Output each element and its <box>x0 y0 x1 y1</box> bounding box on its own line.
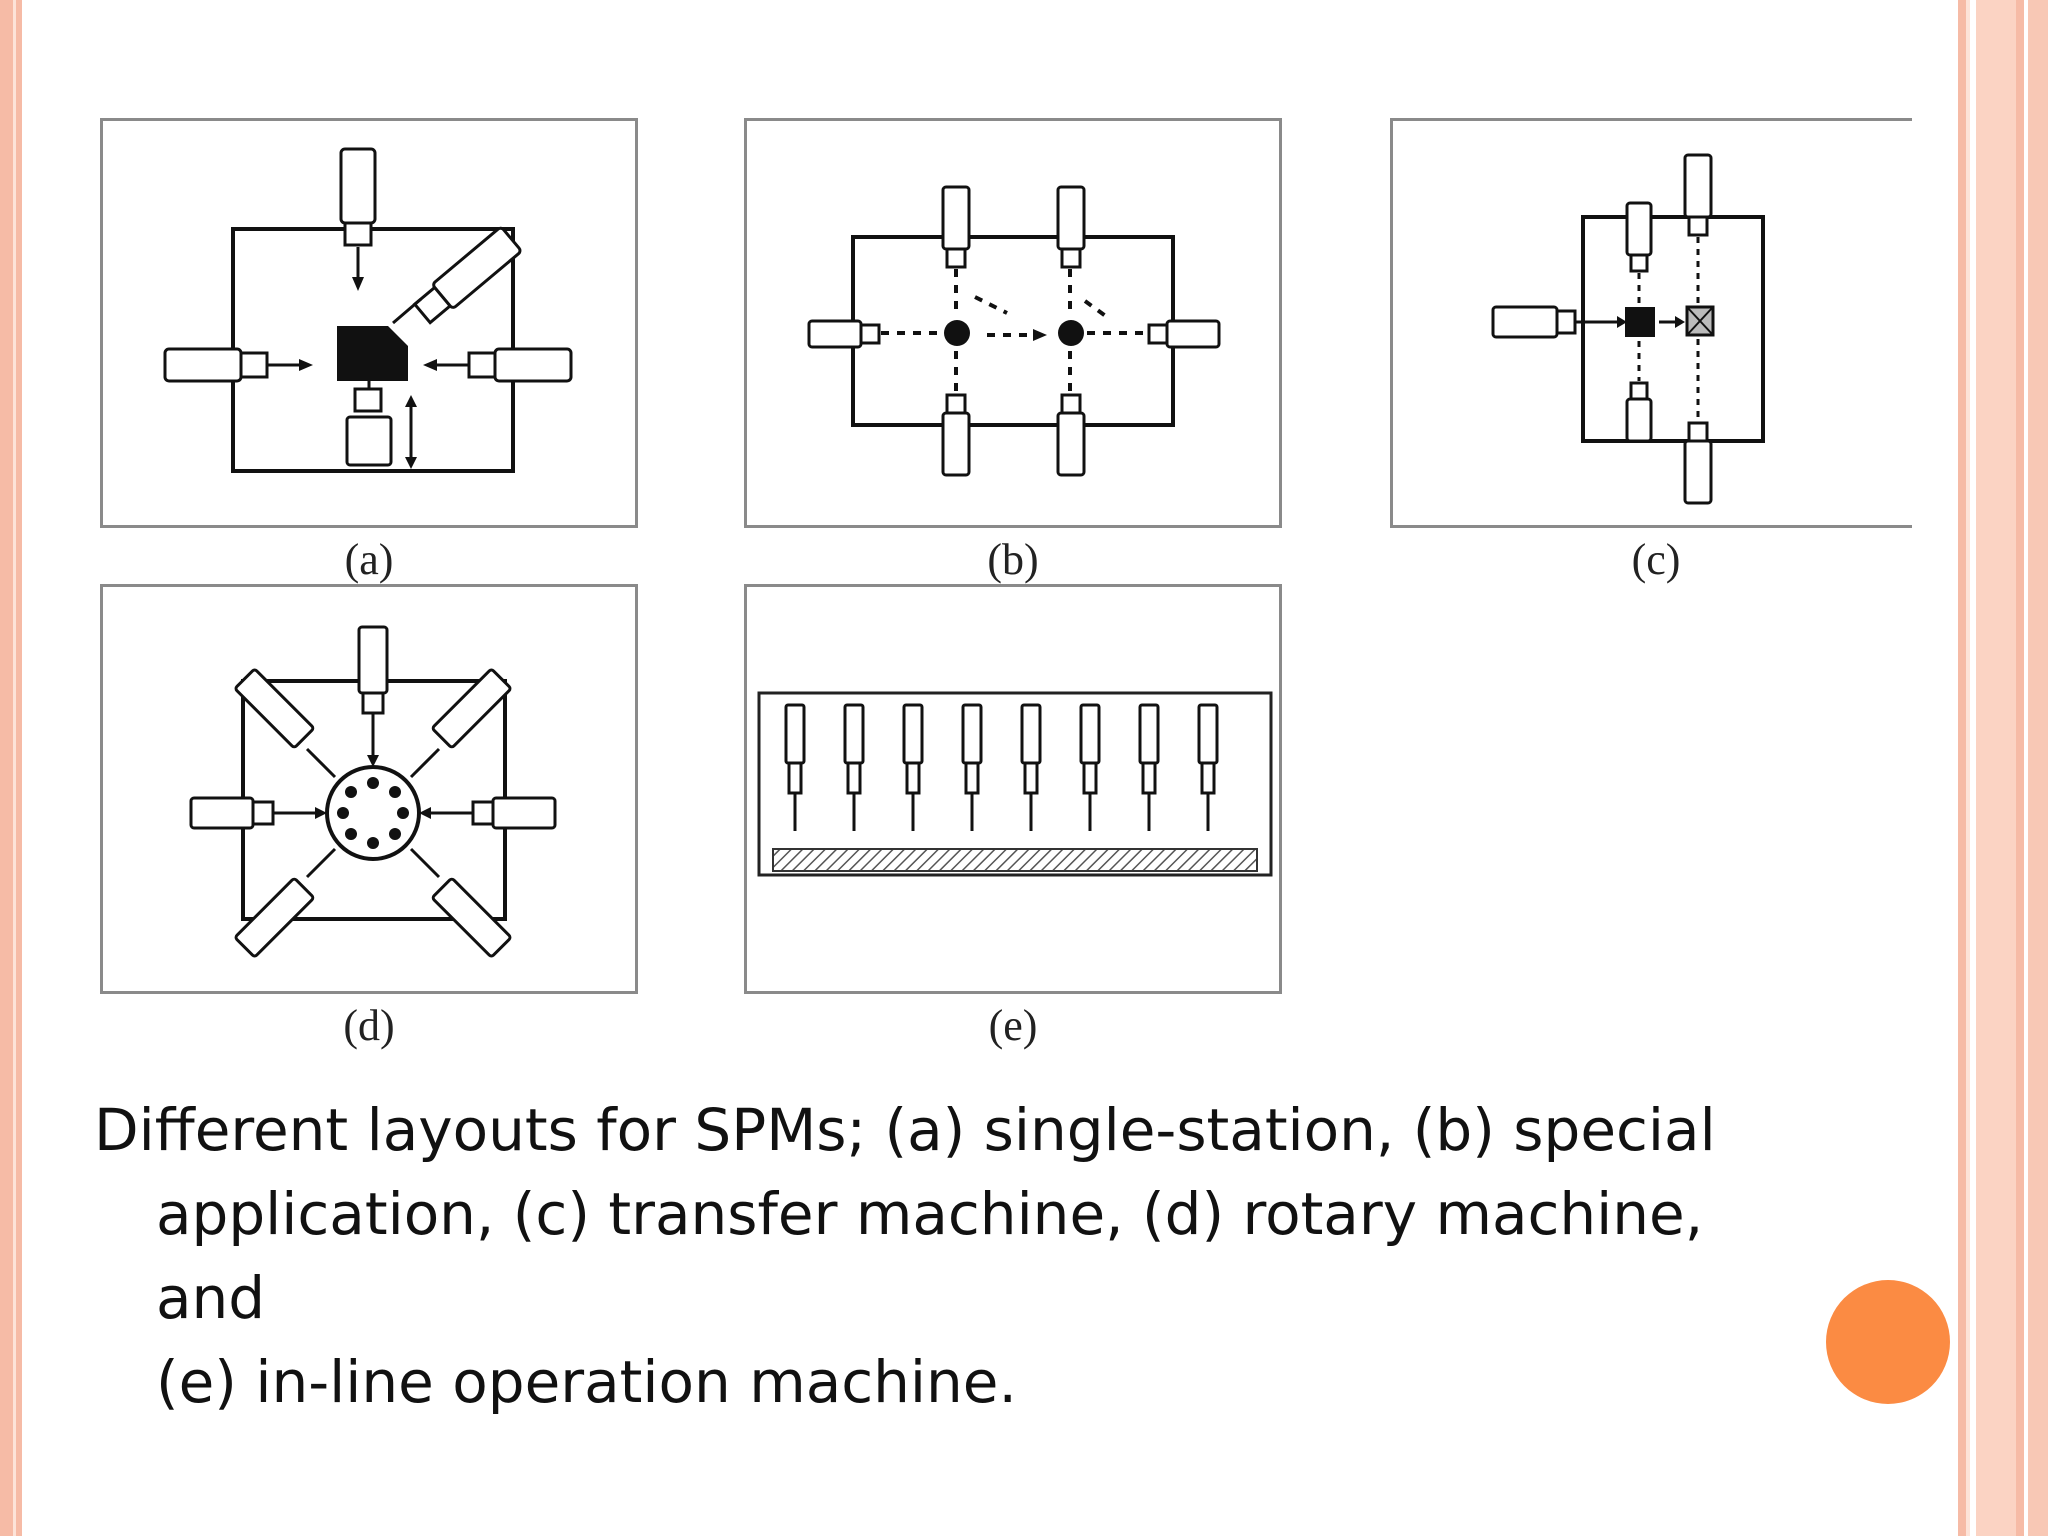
caption-line-1: Different layouts for SPMs; (a) single-s… <box>94 1096 1716 1164</box>
panel-b-label: (b) <box>987 535 1039 584</box>
diagram-panel-e <box>744 584 1282 994</box>
inline-spindle <box>843 703 865 831</box>
inline-spindle <box>1079 703 1101 831</box>
panel-e-label: (e) <box>988 1001 1038 1050</box>
inline-spindle <box>961 703 983 831</box>
diagram-panel-c <box>1390 118 1912 528</box>
inline-spindle <box>1138 703 1160 831</box>
diagram-panel-d <box>100 584 638 994</box>
orange-accent-circle <box>1826 1280 1950 1404</box>
caption-line-3: (e) in-line operation machine. <box>156 1348 1017 1416</box>
slide-caption: Different layouts for SPMs; (a) single-s… <box>94 1088 1794 1424</box>
panel-d-label: (d) <box>343 1001 395 1050</box>
right-decorative-border <box>1958 0 2048 1536</box>
panel-a-label: (a) <box>344 535 394 584</box>
inline-spindle <box>1197 703 1219 831</box>
diagram-panel-b <box>744 118 1282 528</box>
inline-spindle <box>784 703 806 831</box>
diagram-panel-a <box>100 118 638 528</box>
caption-line-2: application, (c) transfer machine, (d) r… <box>156 1180 1704 1332</box>
inline-spindle <box>902 703 924 831</box>
panel-c-label: (c) <box>1631 535 1681 584</box>
left-decorative-stripe <box>0 0 22 1536</box>
inline-spindle <box>1020 703 1042 831</box>
